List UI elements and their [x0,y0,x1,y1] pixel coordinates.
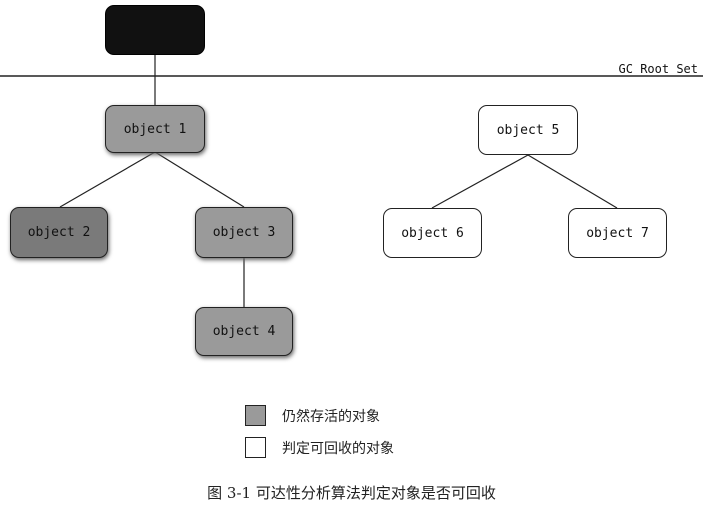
gc-root-set-label: GC Root Set [618,62,698,76]
edge-object1-object2 [59,151,156,208]
figure-caption: 图 3-1 可达性分析算法判定对象是否可回收 [207,484,496,502]
edge-object5-object6 [431,154,529,209]
legend-label-collectable: 判定可回收的对象 [282,440,394,457]
node-object6: object 6 [383,208,482,258]
node-object3: object 3 [195,207,293,258]
gc-root-node [105,5,205,55]
node-object1: object 1 [105,105,205,153]
edge-object1-object3 [154,151,245,208]
legend-label-live: 仍然存活的对象 [282,408,380,425]
node-object7: object 7 [568,208,667,258]
legend-live: 仍然存活的对象 [245,405,380,426]
edge-object5-object7 [527,154,618,209]
node-object5: object 5 [478,105,578,155]
legend-swatch-collectable [245,437,266,458]
node-object2: object 2 [10,207,108,258]
node-object4: object 4 [195,307,293,356]
legend-swatch-live [245,405,266,426]
legend-collectable: 判定可回收的对象 [245,437,394,458]
